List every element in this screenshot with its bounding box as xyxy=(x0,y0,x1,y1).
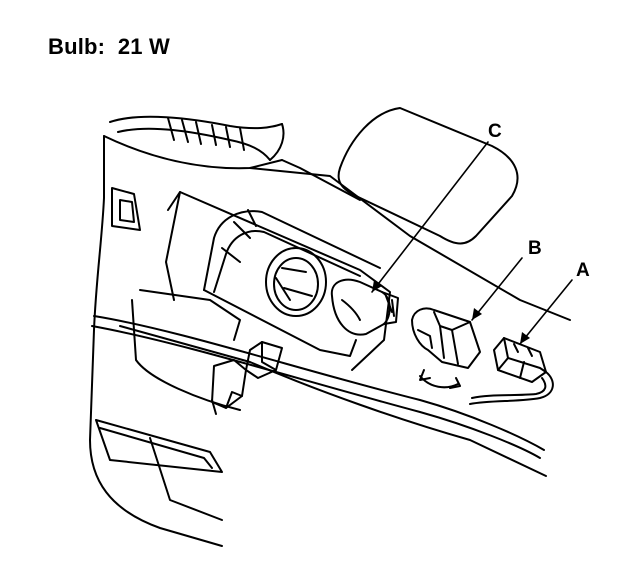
wedge-bulb xyxy=(330,278,399,336)
leader-c xyxy=(371,141,489,293)
leader-lines xyxy=(371,141,573,345)
trim-panel xyxy=(89,135,571,547)
harness-connector xyxy=(469,337,554,405)
glass-panel xyxy=(337,107,519,245)
bulb-spec-heading: Bulb: 21 W xyxy=(48,34,170,60)
leader-b xyxy=(471,257,523,321)
body-seam xyxy=(91,289,547,521)
callout-b: B xyxy=(528,238,542,259)
bulb-spec-value: 21 W xyxy=(117,34,170,59)
bulb-socket xyxy=(411,307,481,389)
leader-arrowheads xyxy=(372,280,530,344)
bulb-spec-label: Bulb: xyxy=(48,34,106,59)
callout-c: C xyxy=(488,121,502,142)
retainer-clip xyxy=(211,341,283,415)
socket-opening xyxy=(265,247,327,317)
wire-harness xyxy=(109,115,285,161)
callout-a: A xyxy=(576,260,590,281)
leader-a xyxy=(519,279,573,345)
